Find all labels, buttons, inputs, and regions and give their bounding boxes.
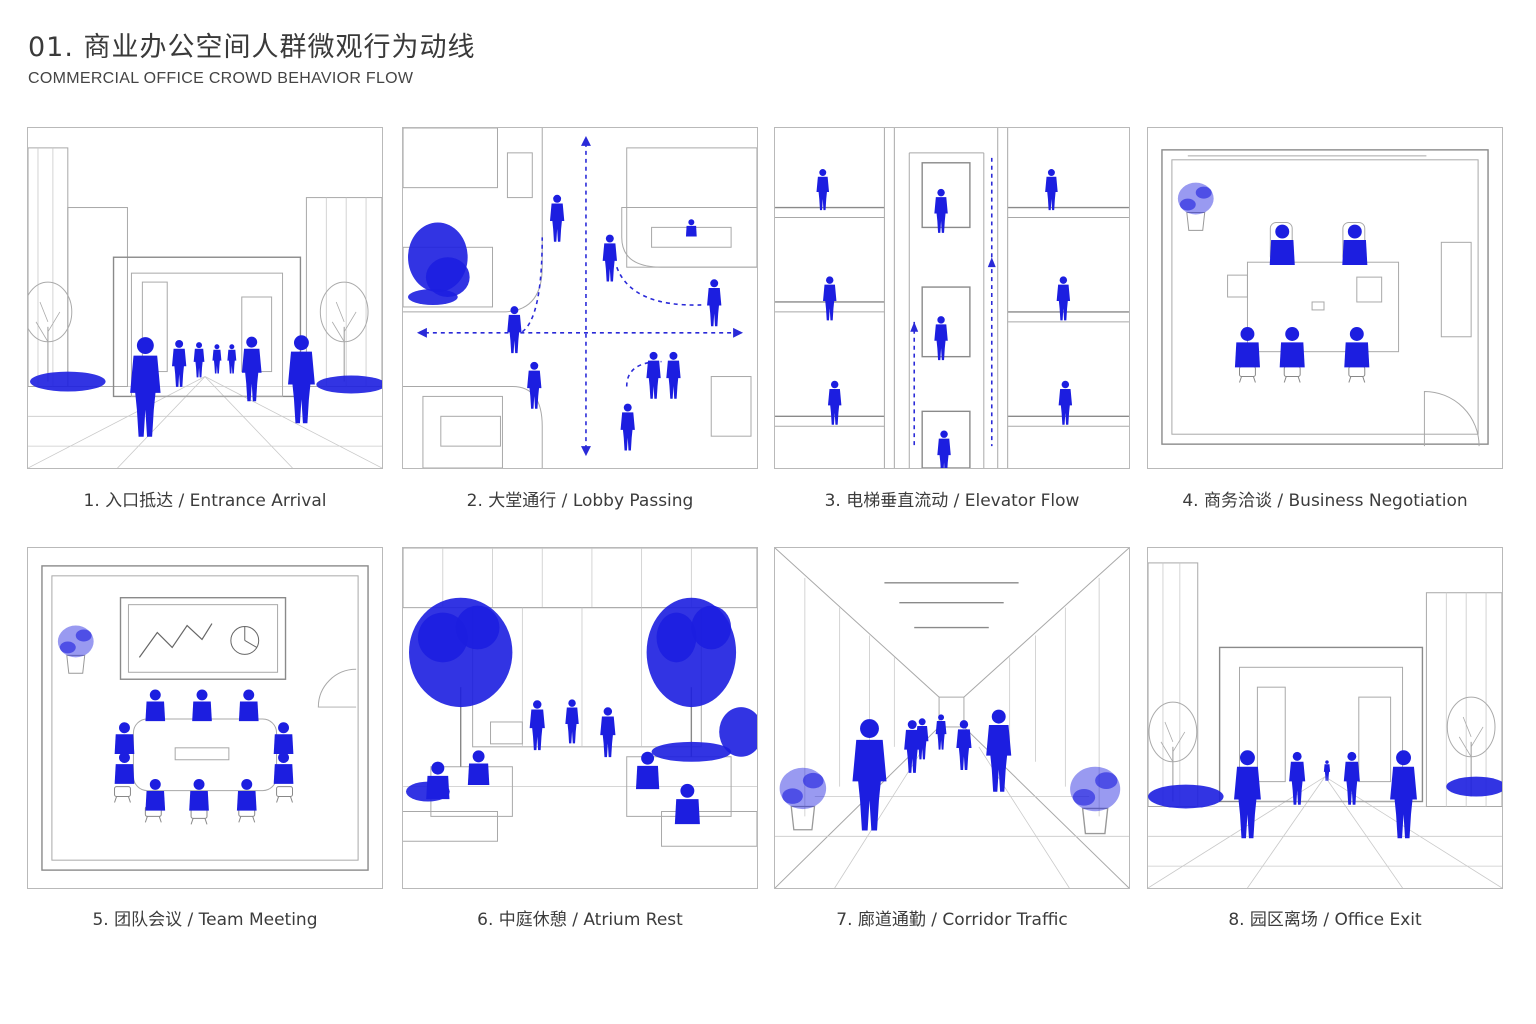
caption-entrance-arrival: 1. 入口抵达 / Entrance Arrival [83,491,327,511]
business-negotiation-illustration [1161,149,1489,447]
atrium-tree-left [409,597,513,767]
lobby-tree [408,222,470,305]
panel-entrance-arrival [27,127,383,469]
entrance-arrival-illustration [28,147,382,468]
panel-elevator-flow [774,127,1130,469]
page-subtitle: COMMERCIAL OFFICE CROWD BEHAVIOR FLOW [28,70,414,87]
caption-elevator-flow: 3. 电梯垂直流动 / Elevator Flow [824,491,1080,511]
caption-office-exit: 8. 园区离场 / Office Exit [1228,910,1422,930]
caption-business-negotiation: 4. 商务洽谈 / Business Negotiation [1182,491,1468,511]
header: 01. 商业办公空间人群微观行为动线 COMMERCIAL OFFICE CRO… [28,30,476,88]
page-title: 01. 商业办公空间人群微观行为动线 [28,32,476,63]
atrium-rest-illustration [403,548,757,847]
team-meeting-illustration [41,565,369,871]
panel-team-meeting [27,547,383,889]
elevator-flow-illustration [775,128,1129,468]
panel-office-exit [1147,547,1503,889]
caption-corridor-traffic: 7. 廊道通勤 / Corridor Traffic [836,910,1068,930]
caption-lobby-passing: 2. 大堂通行 / Lobby Passing [466,491,694,511]
office-exit-illustration [1148,562,1502,888]
panel-lobby-passing [402,127,758,469]
panel-atrium-rest [402,547,758,889]
corridor-traffic-illustration [775,548,1129,888]
panel-corridor-traffic [774,547,1130,889]
atrium-tree-right [646,597,737,757]
caption-team-meeting: 5. 团队会议 / Team Meeting [92,910,318,930]
caption-atrium-rest: 6. 中庭休憩 / Atrium Rest [477,910,683,930]
lobby-passing-illustration [403,128,757,468]
panel-business-negotiation [1147,127,1503,469]
